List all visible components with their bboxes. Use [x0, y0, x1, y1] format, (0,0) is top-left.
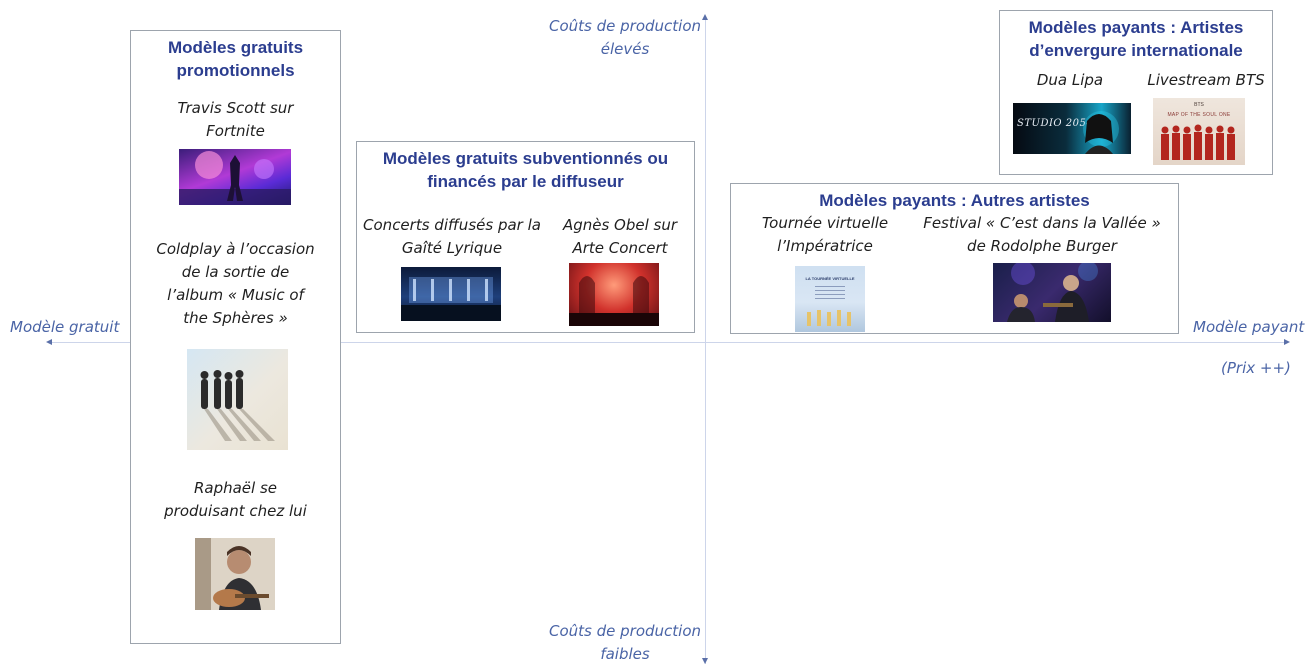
box-free-promotional-models: Modèles gratuits promotionnels Travis Sc…	[130, 30, 341, 644]
item-label-raphael: Raphaël se produisant chez lui	[164, 479, 307, 520]
item-label-imperatrice: Tournée virtuelle l’Impératrice	[761, 214, 889, 255]
item-label-travis-scott: Travis Scott sur Fortnite	[177, 99, 294, 140]
axis-label-free-model: Modèle gratuit	[10, 318, 120, 336]
axis-arrow-down-icon	[702, 658, 708, 664]
gaite-lyrique-concert-image	[401, 267, 501, 321]
bts-map-of-the-soul-image: BTS MAP OF THE SOUL ONE	[1153, 98, 1245, 165]
raphael-home-image	[195, 538, 275, 610]
box-paid-other-artists: Modèles payants : Autres artistes Tourné…	[730, 183, 1179, 334]
box-paid-international-artists: Modèles payants : Artistes d’envergure i…	[999, 10, 1273, 175]
axis-arrow-left-icon	[46, 339, 52, 345]
box-title: Modèles payants : Artistes d’envergure i…	[1028, 18, 1244, 60]
axis-label-high-costs: Coûts de production élevés	[548, 17, 701, 58]
axis-label-paid-model: Modèle payant	[1193, 318, 1305, 336]
box-title: Modèles gratuits promotionnels	[167, 38, 304, 80]
coldplay-album-image	[187, 349, 288, 450]
item-label-coldplay: Coldplay à l’occasion de la sortie de l’…	[156, 240, 315, 327]
box-title: Modèles gratuits subventionnés ou financ…	[382, 149, 669, 191]
item-label-bts: Livestream BTS	[1147, 71, 1265, 89]
axis-label-low-costs: Coûts de production faibles	[548, 622, 701, 663]
imperatrice-virtual-tour-image: LA TOURNÉE VIRTUELLE	[795, 266, 865, 332]
axis-label-price: (Prix ++)	[1221, 359, 1291, 377]
travis-scott-fortnite-image	[179, 149, 291, 205]
item-label-rodolphe-burger: Festival « C’est dans la Vallée » de Rod…	[923, 214, 1161, 255]
rodolphe-burger-festival-image	[993, 263, 1111, 322]
item-label-dua-lipa: Dua Lipa	[1036, 71, 1104, 89]
dua-lipa-studio-2054-image: STUDIO 2054	[1013, 103, 1131, 154]
vertical-axis	[705, 18, 706, 664]
box-free-subsidized-models: Modèles gratuits subventionnés ou financ…	[356, 141, 695, 333]
item-label-agnes-obel: Agnès Obel sur Arte Concert	[562, 216, 678, 257]
axis-arrow-right-icon	[1284, 339, 1290, 345]
agnes-obel-arte-concert-image	[569, 263, 659, 326]
horizontal-axis	[50, 342, 1286, 343]
axis-arrow-up-icon	[702, 14, 708, 20]
box-title: Modèles payants : Autres artistes	[819, 191, 1090, 210]
item-label-gaite-lyrique: Concerts diffusés par la Gaîté Lyrique	[363, 216, 541, 257]
